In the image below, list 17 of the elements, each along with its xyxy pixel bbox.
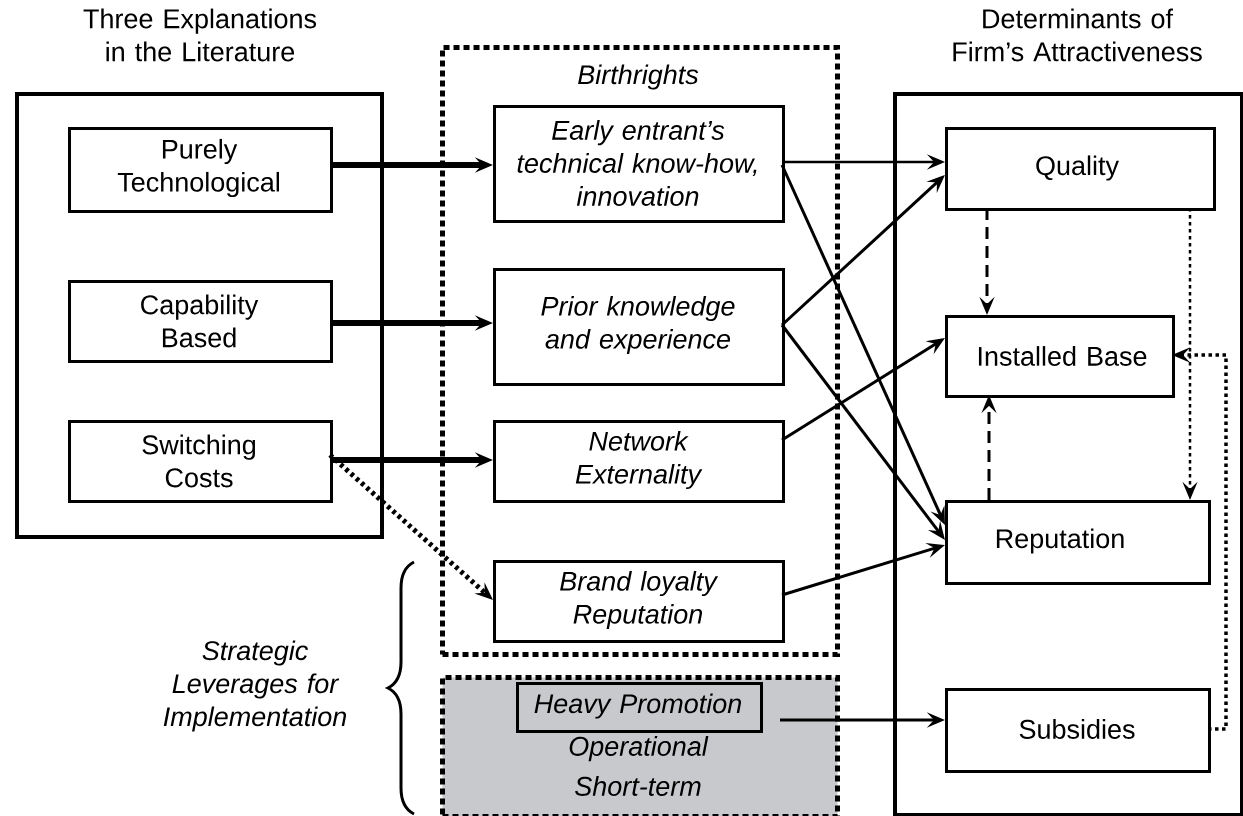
process-box: Brand loyalty Reputation [493,560,785,643]
process-box: Capability Based [68,280,333,363]
process-box: Purely Technological [68,127,333,213]
heading: Determinants of Firm’s Attractiveness [953,8,1202,62]
process-box: Subsidies [945,688,1211,773]
group-title: Birthrights [578,64,699,90]
process-box: Switching Costs [68,420,333,503]
process-box: Early entrant’s technical know-how, innovation [493,105,785,223]
process-box: Prior knowledge and experience [493,268,785,386]
group-text: Operational Short-term [569,736,709,796]
process-box: Quality [945,127,1216,211]
process-box: Installed Base [945,315,1175,398]
process-box: Network Externality [493,420,785,503]
heading: Three Explanations in the Literature [83,8,317,62]
side-label: Strategic Leverages for Implementation [163,640,347,732]
process-box: Reputation [945,500,1211,585]
process-box: Heavy Promotion [516,682,763,733]
